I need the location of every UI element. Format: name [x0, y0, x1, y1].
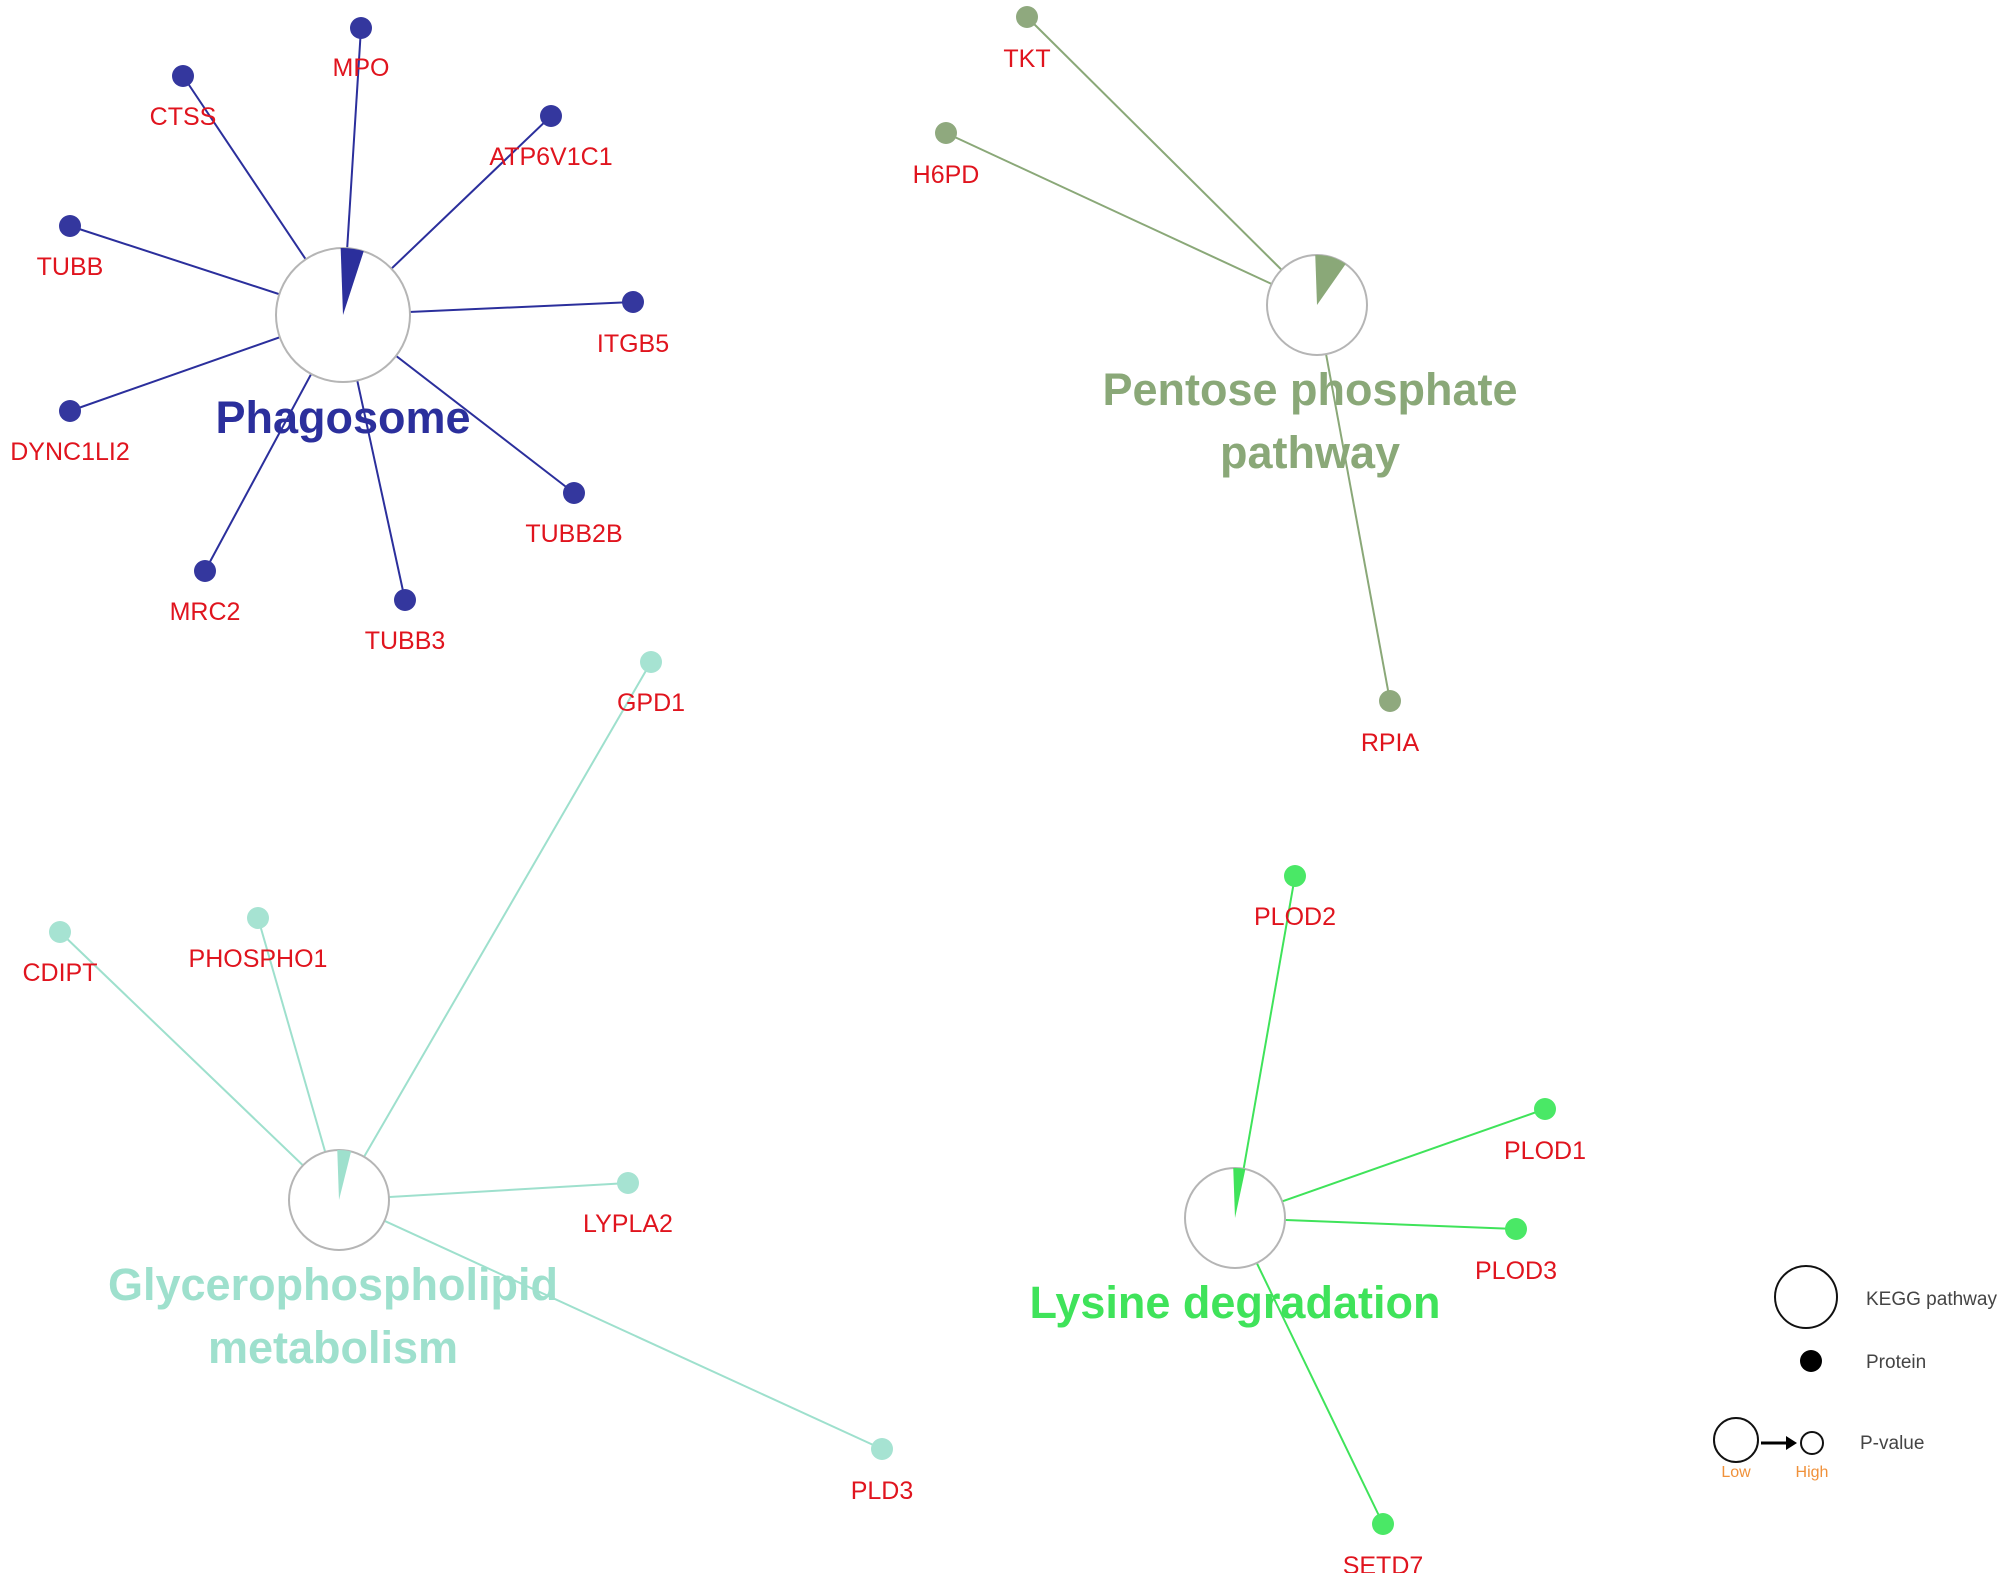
- protein-label-mpo: MPO: [333, 54, 390, 82]
- legend-low-label: Low: [1721, 1464, 1751, 1481]
- legend-pvalue-label: P-value: [1860, 1433, 1924, 1454]
- protein-node-phospho1[interactable]: [247, 907, 269, 929]
- legend-high-label: High: [1796, 1464, 1829, 1481]
- edge-glycerophospholipid-gpd1: [338, 661, 652, 1201]
- protein-label-itgb5: ITGB5: [597, 330, 669, 358]
- protein-label-setd7: SETD7: [1343, 1552, 1424, 1573]
- protein-label-plod1: PLOD1: [1504, 1137, 1586, 1165]
- pathway-hub-wedge-pentose-phosphate: [1315, 255, 1346, 305]
- protein-label-cdipt: CDIPT: [23, 959, 98, 987]
- protein-label-h6pd: H6PD: [913, 161, 980, 189]
- edge-lysine-degradation-setd7: [1234, 1217, 1384, 1525]
- protein-node-plod2[interactable]: [1284, 865, 1306, 887]
- protein-node-atp6v1c1[interactable]: [540, 105, 562, 127]
- legend-pvalue-low-symbol: [1713, 1417, 1759, 1463]
- protein-label-mrc2: MRC2: [170, 598, 241, 626]
- protein-node-gpd1[interactable]: [640, 651, 662, 673]
- pathway-label-pentose-phosphate-line-1: Pentose phosphate: [1102, 364, 1517, 415]
- protein-node-tubb3[interactable]: [394, 589, 416, 611]
- pathway-label-glycerophospholipid-line-2: metabolism: [208, 1322, 458, 1373]
- protein-label-plod2: PLOD2: [1254, 903, 1336, 931]
- pathway-hub-wedge-lysine-degradation: [1233, 1168, 1246, 1218]
- edge-glycerophospholipid-cdipt: [59, 931, 340, 1201]
- edge-pentose-phosphate-tkt: [1026, 16, 1318, 306]
- protein-node-mpo[interactable]: [350, 17, 372, 39]
- protein-node-h6pd[interactable]: [935, 122, 957, 144]
- legend: KEGG pathway Protein P-value Low High: [1713, 1265, 1997, 1481]
- protein-label-plod3: PLOD3: [1475, 1257, 1557, 1285]
- protein-label-ctss: CTSS: [150, 103, 217, 131]
- protein-node-ctss[interactable]: [172, 65, 194, 87]
- protein-node-tkt[interactable]: [1016, 6, 1038, 28]
- edge-lysine-degradation-plod2: [1234, 875, 1296, 1219]
- pathway-hub-wedge-glycerophospholipid: [337, 1150, 352, 1200]
- hubs-layer: [275, 247, 1368, 1269]
- protein-label-tubb: TUBB: [37, 253, 104, 281]
- protein-label-tubb2b: TUBB2B: [525, 520, 622, 548]
- legend-pathway-label: KEGG pathway: [1866, 1289, 1997, 1310]
- protein-node-tubb[interactable]: [59, 215, 81, 237]
- edge-pentose-phosphate-h6pd: [945, 132, 1318, 306]
- protein-label-tubb3: TUBB3: [365, 627, 446, 655]
- edge-glycerophospholipid-pld3: [338, 1199, 883, 1450]
- legend-pathway-symbol: [1774, 1265, 1838, 1329]
- protein-node-mrc2[interactable]: [194, 560, 216, 582]
- protein-node-setd7[interactable]: [1372, 1513, 1394, 1535]
- pathway-hub-wedge-phagosome: [340, 248, 364, 315]
- pathway-label-glycerophospholipid-line-1: Glycerophospholipid: [108, 1259, 558, 1310]
- protein-nodes-layer: [49, 6, 1556, 1535]
- protein-node-rpia[interactable]: [1379, 690, 1401, 712]
- legend-arrow-icon: [1761, 1436, 1797, 1450]
- pathway-label-phagosome: Phagosome: [215, 392, 470, 443]
- protein-node-dync1li2[interactable]: [59, 400, 81, 422]
- pathway-label-pentose-phosphate-line-2: pathway: [1220, 427, 1400, 478]
- legend-protein-symbol: [1800, 1350, 1822, 1372]
- protein-node-tubb2b[interactable]: [563, 482, 585, 504]
- protein-label-lypla2: LYPLA2: [583, 1210, 673, 1238]
- pathway-label-lysine-degradation: Lysine degradation: [1030, 1277, 1441, 1328]
- protein-label-dync1li2: DYNC1LI2: [10, 438, 130, 466]
- protein-label-atp6v1c1: ATP6V1C1: [489, 143, 612, 171]
- legend-pvalue-high-symbol: [1800, 1431, 1824, 1455]
- protein-node-plod3[interactable]: [1505, 1218, 1527, 1240]
- protein-label-phospho1: PHOSPHO1: [189, 945, 328, 973]
- protein-label-gpd1: GPD1: [617, 689, 685, 717]
- protein-label-pld3: PLD3: [851, 1477, 914, 1505]
- edge-lysine-degradation-plod1: [1234, 1108, 1546, 1219]
- protein-node-itgb5[interactable]: [622, 291, 644, 313]
- protein-node-pld3[interactable]: [871, 1438, 893, 1460]
- legend-protein-label: Protein: [1866, 1352, 1926, 1373]
- protein-label-rpia: RPIA: [1361, 729, 1420, 757]
- protein-label-tkt: TKT: [1003, 45, 1050, 73]
- protein-node-lypla2[interactable]: [617, 1172, 639, 1194]
- edge-pentose-phosphate-rpia: [1316, 304, 1391, 702]
- protein-node-plod1[interactable]: [1534, 1098, 1556, 1120]
- protein-node-cdipt[interactable]: [49, 921, 71, 943]
